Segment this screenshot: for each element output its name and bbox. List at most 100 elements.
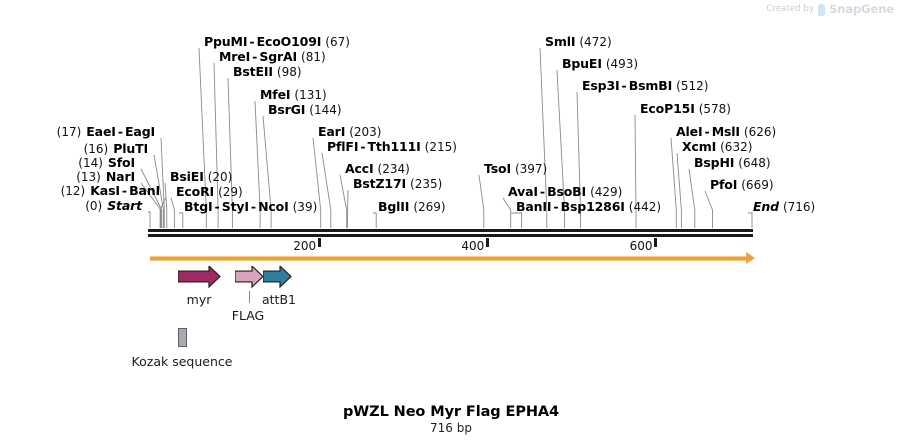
enzyme-site-label-bpuei[interactable]: BpuEI(493) [562, 57, 638, 72]
enzyme-site-label-smli[interactable]: SmlI(472) [545, 34, 612, 50]
enzyme-name: TsoI [484, 161, 511, 176]
enzyme-site-label-tsoi[interactable]: TsoI(397) [484, 161, 548, 177]
enzyme-leader-line [179, 212, 184, 228]
enzyme-name: SmlI [545, 34, 576, 49]
kozak-sequence-label: Kozak sequence [131, 354, 233, 369]
enzyme-leader-line [254, 100, 261, 228]
enzyme-leader-line [198, 47, 207, 228]
enzyme-leader-line [213, 62, 219, 228]
enzyme-name: NarI [105, 169, 135, 184]
ruler-tick-mark [486, 238, 490, 247]
enzyme-site-label-bglii[interactable]: BglII(269) [378, 200, 446, 215]
enzyme-name-separator: - [360, 139, 366, 154]
ruler-tick-mark [654, 238, 658, 247]
enzyme-leader-line [502, 197, 512, 228]
enzyme-site-label-start[interactable]: (0)Start [0, 198, 142, 214]
enzyme-site-label-nari[interactable]: (13)NarI [0, 169, 135, 185]
feature-leader-line-flag [249, 291, 250, 303]
enzyme-site-position: (578) [698, 102, 731, 116]
enzyme-site-position: (203) [349, 125, 382, 139]
enzyme-site-label-mrei-sgrai[interactable]: MreI-SgrAI(81) [219, 49, 326, 65]
enzyme-site-position: (67) [325, 35, 350, 49]
kozak-sequence-box[interactable] [178, 328, 187, 347]
enzyme-name-separator: - [121, 183, 128, 198]
enzyme-site-label-ppumi-ecoo109i[interactable]: PpuMI-EcoO109I(67) [204, 34, 350, 50]
enzyme-site-position: (397) [514, 162, 548, 176]
enzyme-site-label-sfoi[interactable]: (14)SfoI [0, 155, 135, 171]
feature-label-myr: myr [186, 292, 212, 307]
enzyme-name: StyI [221, 199, 249, 214]
enzyme-site-position: (235) [410, 177, 443, 191]
enzyme-site-label-end[interactable]: End(716) [753, 200, 815, 215]
enzyme-site-label-pfoi[interactable]: PfoI(669) [710, 177, 774, 193]
enzyme-site-position: (29) [218, 185, 243, 199]
enzyme-site-position: (512) [676, 79, 709, 93]
enzyme-name: Start [107, 198, 142, 213]
enzyme-site-label-bstei[interactable]: BstEII(98) [233, 64, 302, 80]
enzyme-name-separator: - [249, 34, 255, 49]
enzyme-site-label-eaei-eagi[interactable]: (17)EaeI-EagI [0, 125, 155, 140]
enzyme-site-label-bsiei[interactable]: BsiEI(20) [170, 170, 232, 185]
enzyme-site-label-avai-bsobi[interactable]: AvaI-BsoBI(429) [508, 184, 622, 200]
feature-arrow-flag[interactable] [235, 266, 265, 289]
enzyme-name: BanI [129, 183, 160, 198]
feature-arrow-attb1[interactable] [263, 266, 293, 289]
enzyme-site-label-ecop15i[interactable]: EcoP15I(578) [640, 101, 731, 117]
enzyme-name-separator: - [704, 124, 710, 139]
enzyme-site-label-pluti[interactable]: (16)PluTI [0, 141, 149, 157]
enzyme-site-label-eari[interactable]: EarI(203) [318, 124, 382, 140]
enzyme-leader-line [153, 154, 164, 228]
enzyme-leader-line [478, 174, 485, 228]
enzyme-name-separator: - [250, 199, 257, 214]
watermark-prefix: Created by [766, 4, 815, 14]
enzyme-site-position: (17) [56, 125, 82, 139]
enzyme-site-label-alei-msli[interactable]: AleI-MslI(626) [676, 124, 777, 140]
enzyme-name: BstZ17I [353, 176, 407, 191]
enzyme-name: MreI [219, 49, 251, 64]
enzyme-leader-line [339, 174, 348, 228]
enzyme-site-position: (648) [738, 156, 771, 170]
enzyme-name: AccI [345, 161, 374, 176]
enzyme-site-label-banii-bsp1286i[interactable]: BanII-Bsp1286I(442) [516, 199, 661, 215]
enzyme-leader-line [227, 77, 233, 228]
sequence-span-arrow-line [150, 256, 752, 261]
enzyme-name: BstEII [233, 64, 273, 79]
enzyme-site-label-ecori[interactable]: EcoRI(29) [176, 184, 243, 200]
enzyme-name: BanII [516, 199, 552, 214]
enzyme-name: EcoRI [176, 184, 215, 199]
enzyme-name: PfoI [710, 177, 738, 192]
enzyme-site-label-bsrgi[interactable]: BsrGI(144) [268, 103, 342, 118]
enzyme-leader-line [511, 212, 523, 228]
enzyme-site-label-kasi-bani[interactable]: (12)KasI-BanI [0, 183, 161, 199]
feature-arrow-myr[interactable] [178, 266, 222, 289]
enzyme-site-label-esp3i-bsmbi[interactable]: Esp3I-BsmBI(512) [582, 78, 709, 94]
enzyme-site-label-bsphi[interactable]: BspHI(648) [694, 156, 771, 171]
enzyme-name: PpuMI [204, 34, 248, 49]
enzyme-site-label-acci[interactable]: AccI(234) [345, 161, 410, 177]
enzyme-site-position: (12) [60, 184, 86, 198]
snapgene-logo-icon [818, 4, 826, 16]
enzyme-name: EcoP15I [640, 101, 695, 116]
enzyme-name: SfoI [107, 155, 135, 170]
enzyme-site-position: (626) [743, 125, 777, 139]
sequence-ruler-bottom-bar [148, 234, 753, 237]
sequence-ruler-top-bar [148, 229, 753, 232]
enzyme-site-label-bstz17i[interactable]: BstZ17I(235) [353, 176, 443, 192]
enzyme-name-separator: - [252, 49, 258, 64]
enzyme-name: PluTI [113, 141, 148, 156]
enzyme-name: PflFI [327, 139, 359, 154]
enzyme-name: Esp3I [582, 78, 620, 93]
enzyme-site-label-mfei[interactable]: MfeI(131) [260, 88, 327, 103]
enzyme-name: EcoO109I [256, 34, 322, 49]
enzyme-site-position: (144) [309, 103, 342, 117]
enzyme-leader-line [576, 91, 581, 228]
enzyme-site-position: (472) [579, 35, 612, 49]
enzyme-name: AvaI [508, 184, 538, 199]
enzyme-site-label-pflfi-tth111i[interactable]: PflFI-Tth111I(215) [327, 139, 457, 155]
enzyme-leader-line [556, 69, 565, 228]
enzyme-leader-line [676, 152, 682, 228]
enzyme-site-label-xcmi[interactable]: XcmI(632) [682, 140, 752, 155]
enzyme-name: EarI [318, 124, 346, 139]
enzyme-site-label-btgi-styi-ncoi[interactable]: BtgI-StyI-NcoI(39) [184, 199, 317, 215]
